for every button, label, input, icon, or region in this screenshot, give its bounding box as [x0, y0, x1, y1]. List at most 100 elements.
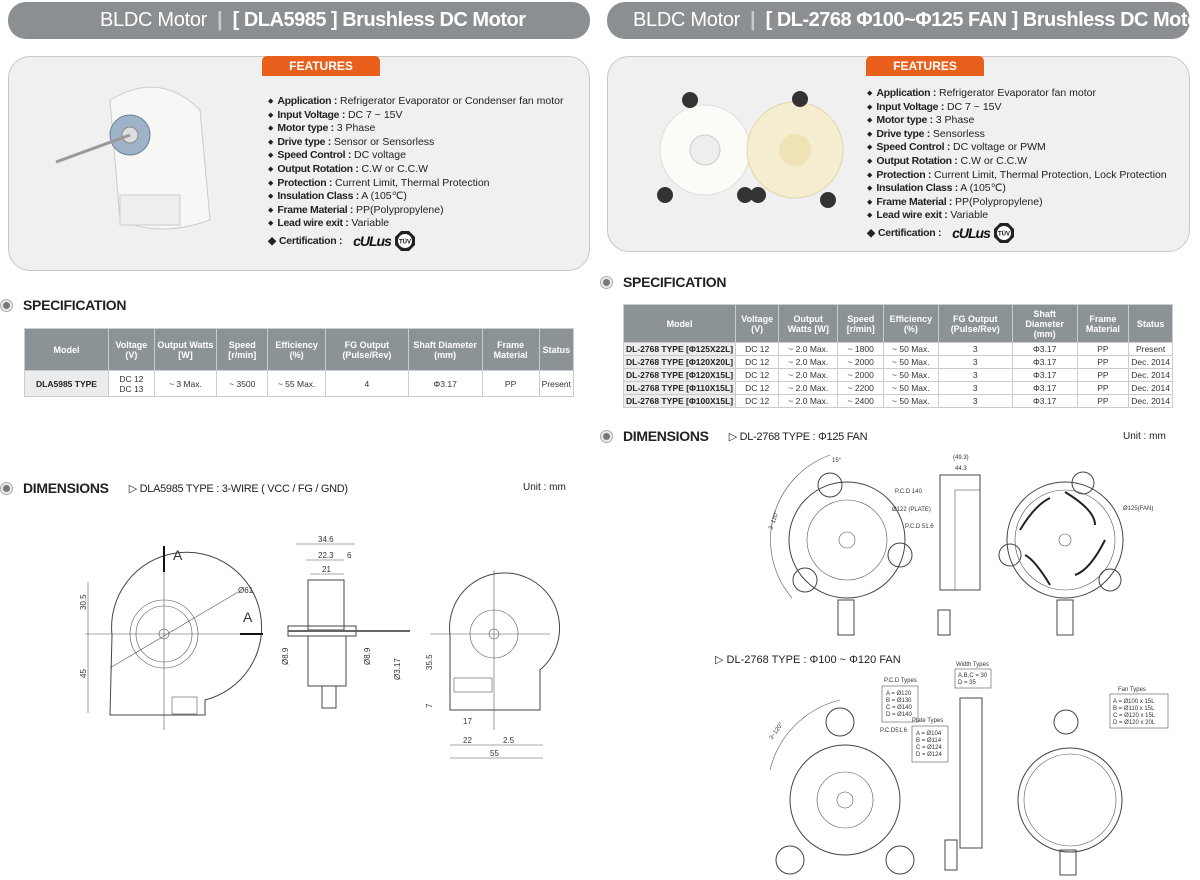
feature-key: Motor type : — [277, 122, 334, 135]
dl2768-fan-photo — [657, 91, 844, 208]
left-dimensions-heading: DIMENSIONS▷ DLA5985 TYPE : 3-WIRE ( VCC … — [0, 480, 348, 496]
column-header: Output Watts [W] — [778, 304, 839, 343]
feature-key: Speed Control : — [876, 141, 951, 154]
type-value: C = Ø140 — [886, 705, 913, 711]
table-row: DL-2768 TYPE [Φ100X15L]DC 12~ 2.0 Max.~ … — [622, 394, 1173, 408]
feature-item: Drive type : Sensor or Sensorless — [268, 136, 564, 150]
feature-value: Sensor or Sensorless — [330, 135, 435, 148]
column-header: Speed [r/min] — [837, 304, 885, 343]
table-cell: 4 — [324, 370, 409, 397]
table-cell: 3 — [937, 368, 1013, 382]
feature-value: A (105℃) — [957, 182, 1006, 195]
feature-value: DC 7 ~ 15V — [944, 100, 1002, 113]
dim-label: 2.5 — [503, 736, 515, 745]
feature-value: Current Limit, Thermal Protection, Lock … — [931, 168, 1167, 181]
table-cell: Dec. 2014 — [1128, 394, 1173, 408]
type-value: B = Ø130 — [886, 698, 912, 704]
tuv-logo-icon: TÜV — [993, 223, 1014, 243]
table-cell: Φ3.17 — [407, 370, 483, 397]
table-cell: Φ3.17 — [1011, 342, 1078, 356]
table-cell: DC 12 — [735, 342, 780, 356]
type-value: D = 35 — [958, 680, 977, 686]
dim-label: 15° — [832, 458, 842, 464]
table-cell: ~ 2.0 Max. — [778, 342, 839, 356]
types-title: Width Types — [956, 662, 989, 668]
dim-label: 45 — [79, 669, 88, 678]
feature-item: Output Rotation : C.W or C.C.W — [867, 155, 1167, 169]
feature-item: Frame Material : PP(Polypropylene) — [867, 196, 1167, 210]
table-cell: DL-2768 TYPE [Φ110X15L] — [622, 381, 737, 395]
table-cell: 3 — [937, 355, 1013, 369]
feature-item: Lead wire exit : Variable — [268, 217, 564, 231]
table-cell: ~ 2000 — [837, 355, 885, 369]
dim-label: 22 — [463, 736, 472, 745]
fan-view: Ø125(FAN) — [998, 471, 1153, 636]
types-title: Fan Types — [1118, 687, 1146, 693]
left-title-banner: BLDC Motor | [ DLA5985 ] Brushless DC Mo… — [8, 2, 590, 39]
front-view: A A Ø61 30.5 45 — [79, 546, 263, 730]
section-title: DIMENSIONS — [623, 428, 709, 444]
table-cell: DL-2768 TYPE [Φ120X20L] — [622, 355, 737, 369]
type-value: A = Ø120 — [886, 691, 912, 697]
right-dimensions-heading: DIMENSIONS▷ DL-2768 TYPE : Φ125 FAN — [600, 428, 868, 444]
feature-key: Drive type : — [876, 127, 930, 140]
feature-value: C.W or C.C.W — [358, 162, 429, 175]
dl2768-125-fan-drawing: 15° 3~120° P.C.D 140 Ø122 (PLATE) P.C.D … — [768, 454, 1153, 636]
feature-key: Insulation Class : — [876, 182, 958, 195]
dim-label: Ø61 — [238, 586, 254, 595]
type-value: C = Ø124 — [916, 745, 943, 751]
table-cell: ~ 3 Max. — [153, 370, 218, 397]
table-cell: PP — [1076, 342, 1130, 356]
feature-value: 3 Phase — [932, 114, 975, 127]
dim-label: Ø8.9 — [281, 647, 290, 665]
feature-value: DC voltage or PWM — [950, 141, 1046, 154]
table-cell: Φ3.17 — [1011, 394, 1078, 408]
table-cell: ~ 2.0 Max. — [778, 381, 839, 395]
column-header: Voltage (V) — [735, 304, 780, 343]
column-header: FG Output (Pulse/Rev) — [324, 328, 409, 371]
table-cell: Present — [538, 370, 575, 397]
dim-label: 55 — [490, 749, 499, 758]
table-cell: DC 12 DC 13 — [108, 370, 155, 397]
table-cell: ~ 50 Max. — [883, 394, 939, 408]
dim-label: (49.3) — [953, 455, 969, 461]
dim-label: 7 — [425, 703, 434, 708]
ul-logo-icon: cULus — [353, 232, 392, 249]
type-value: B = Ø114 — [916, 738, 942, 744]
dim-label: P.C.D 51.6 — [905, 524, 934, 530]
side-view: Width Types A,B,C = 30D = 35 — [944, 662, 992, 871]
types-title: P.C.D Types — [884, 678, 917, 684]
banner-product: [ DL-2768 Φ100~Φ125 FAN ] Brushless DC M… — [765, 9, 1200, 31]
bullet-icon — [0, 298, 13, 312]
bullet-icon — [0, 481, 13, 495]
dim-label: 21 — [322, 565, 331, 574]
table-cell: ~ 2.0 Max. — [778, 394, 839, 408]
table-cell: DLA5985 TYPE — [24, 370, 109, 397]
bullet-icon — [600, 429, 613, 443]
certification-label: Certification : — [878, 226, 942, 239]
column-header: Shaft Diameter (mm) — [1011, 304, 1078, 343]
column-header: Status — [538, 328, 575, 371]
dim-label: Ø122 (PLATE) — [892, 507, 931, 513]
feature-item: Input Voltage : DC 7 ~ 15V — [867, 101, 1167, 115]
feature-key: Motor type : — [876, 114, 933, 127]
table-row: DL-2768 TYPE [Φ120X15L]DC 12~ 2.0 Max.~ … — [622, 368, 1173, 382]
table-cell: ~ 2400 — [837, 394, 885, 408]
table-cell: PP — [1076, 381, 1130, 395]
table-cell: PP — [1076, 368, 1130, 382]
feature-item: Application : Refrigerator Evaporator or… — [268, 95, 564, 109]
unit-label: Unit : mm — [523, 482, 566, 493]
section-title: SPECIFICATION — [623, 274, 727, 290]
feature-key: Protection : — [277, 176, 333, 189]
dim-label: 3~120° — [769, 721, 785, 741]
feature-value: DC voltage — [351, 149, 406, 162]
feature-value: Refrigerator Evaporator or Condenser fan… — [337, 95, 564, 107]
tuv-logo-text: TÜV — [399, 239, 411, 246]
feature-value: PP(Polypropylene) — [952, 195, 1043, 208]
table-cell: DL-2768 TYPE [Φ125X22L] — [622, 342, 737, 356]
